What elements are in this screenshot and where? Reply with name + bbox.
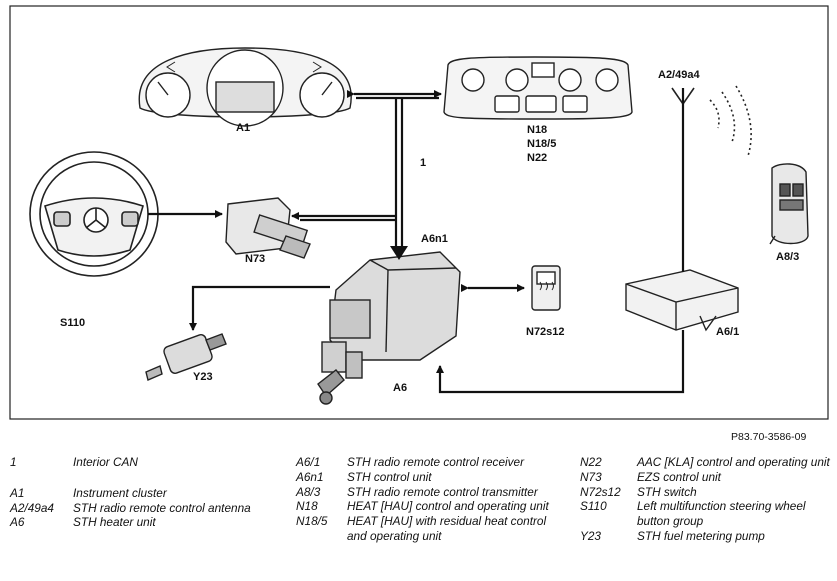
label-interior-can: 1: [420, 157, 426, 169]
instrument-cluster-illustration: [138, 47, 352, 127]
legend-item: N73 EZS control unit: [580, 470, 830, 485]
legend-description: AAC [KLA] control and operating unit: [637, 455, 830, 469]
legend-code: A6n1: [296, 469, 324, 484]
label-s110: S110: [60, 317, 85, 329]
ezs-control-unit-illustration: [225, 197, 311, 259]
legend-item: N18 HEAT [HAU] control and operating unit: [296, 499, 561, 514]
legend-code: N73: [580, 469, 602, 484]
label-a6-1: A6/1: [716, 326, 739, 338]
legend-description: HEAT [HAU] control and operating unit: [347, 499, 549, 514]
receiver-to-heater: [436, 330, 685, 394]
legend-column-1: 1 Interior CAN A1 Instrument cluster A2/49…: [10, 455, 275, 530]
legend-item: 1 Interior CAN: [10, 455, 275, 470]
heater-to-fuel-pump: [189, 285, 330, 331]
label-n73: N73: [245, 253, 265, 265]
legend-code: N72s12: [580, 484, 621, 499]
legend-item: A6 STH heater unit: [10, 515, 275, 530]
legend-description: STH fuel metering pump: [637, 528, 765, 543]
legend-item: N72s12 STH switch: [580, 485, 830, 500]
steering-wheel-illustration: [29, 151, 159, 277]
label-a8-3: A8/3: [776, 251, 799, 263]
connection-lines: [148, 88, 685, 394]
legend-item: A1 Instrument cluster: [10, 486, 275, 501]
legend-column-2: A6/1 STH radio remote control receiver A6…: [296, 455, 561, 544]
legend-item: Y23 STH fuel metering pump: [580, 529, 830, 544]
legend-code: A2/49a4: [10, 500, 54, 515]
label-n18: N18: [527, 124, 547, 136]
legend-code: N22: [580, 455, 602, 469]
system-diagram: A1 N18 N18/5 N22 A2/49a4 1 A6n1 N73 S110…: [9, 5, 829, 420]
can-bus-arrowhead: [390, 246, 408, 260]
legend-item: A8/3 STH radio remote control transmitter: [296, 485, 561, 500]
sth-switch-illustration: [531, 265, 561, 311]
label-y23: Y23: [193, 371, 213, 383]
legend-code: N18: [296, 499, 318, 514]
legend-code: A6: [10, 515, 25, 530]
label-a6: A6: [393, 382, 407, 394]
fuel-pump-illustration: [145, 333, 227, 381]
legend-code: Y23: [580, 528, 601, 543]
legend-description: STH switch: [637, 484, 697, 499]
heater-unit-illustration: [317, 251, 461, 405]
legend-item: A6n1 STH control unit: [296, 470, 561, 485]
legend-code: A8/3: [296, 484, 321, 499]
legend-description: STH radio remote control antenna: [73, 500, 251, 515]
legend-description: Interior CAN: [73, 455, 138, 469]
legend-item: A2/49a4 STH radio remote control antenna: [10, 501, 275, 516]
legend-item: N18/5 HEAT [HAU] with residual heat contr…: [296, 514, 561, 544]
legend-code: A1: [10, 485, 25, 500]
legend-description: STH heater unit: [73, 515, 156, 530]
legend-code: 1: [10, 455, 17, 469]
legend-description: STH control unit: [347, 469, 432, 484]
label-n22-text: N22: [527, 152, 547, 164]
remote-transmitter-illustration: [769, 163, 809, 245]
legend-item: S110 Left multifunction steering wheel bu…: [580, 499, 830, 529]
legend-description: Left multifunction steering wheel button…: [637, 499, 806, 529]
legend-code: S110: [580, 499, 607, 514]
label-n72s12: N72s12: [526, 326, 565, 338]
legend-item: N22 AAC [KLA] control and operating unit: [580, 455, 830, 470]
legend-description: STH radio remote control transmitter: [347, 484, 538, 499]
label-a6n1: A6n1: [421, 233, 448, 245]
label-antenna: A2/49a4: [658, 69, 700, 81]
legend-code: A6/1: [296, 455, 321, 469]
receiver-illustration: [625, 269, 739, 332]
legend-item: A6/1 STH radio remote control receiver: [296, 455, 561, 470]
legend-code: N18/5: [296, 514, 328, 529]
legend-description: HEAT [HAU] with residual heat control an…: [347, 514, 547, 543]
document-number: P83.70-3586-09: [731, 431, 807, 443]
legend-description: EZS control unit: [637, 469, 721, 484]
label-a1: A1: [236, 122, 250, 134]
climate-control-panel-illustration: [443, 56, 633, 120]
label-n18-5: N18/5: [527, 138, 556, 150]
legend-description: STH radio remote control receiver: [347, 455, 525, 469]
legend-description: Instrument cluster: [73, 485, 167, 500]
